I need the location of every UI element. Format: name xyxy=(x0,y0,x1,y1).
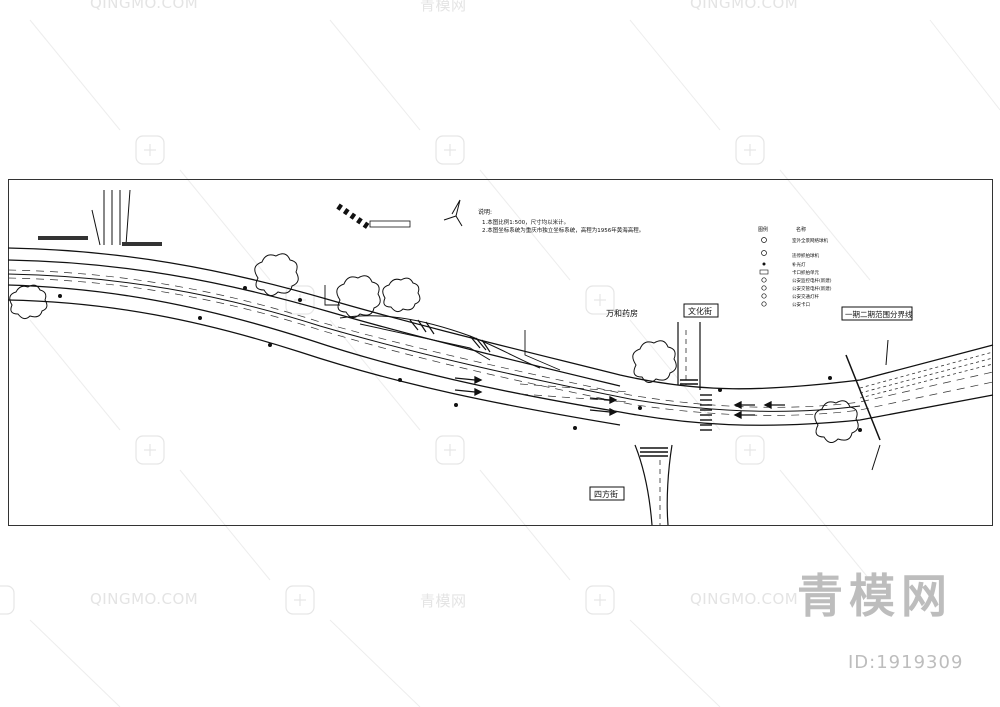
checkpoint-icon xyxy=(761,301,767,307)
equipment-markers xyxy=(58,286,862,432)
legend-item: 公安交管电杆(新建) xyxy=(792,285,832,292)
notes-line-1: 1.本图比例1:500，尺寸均以米计。 xyxy=(482,218,569,226)
notes-heading: 说明: xyxy=(478,208,492,216)
traffic-light-pole-icon xyxy=(761,293,767,299)
legend-item: 公安卡口 xyxy=(792,301,810,308)
legend-item: 补光灯 xyxy=(792,261,806,268)
watermark-text: QINGMO.COM xyxy=(690,0,799,12)
bus-shelter xyxy=(38,236,162,246)
wenhua-street-box xyxy=(683,303,719,318)
traffic-pole-icon xyxy=(761,285,767,291)
scale-bar-icon xyxy=(336,203,411,231)
legend-item: 公安监控电杆(新建) xyxy=(792,277,832,284)
lane-lines xyxy=(7,269,994,416)
legend-item: 卡口抓拍单元 xyxy=(792,269,819,276)
watermark-text: QINGMO.COM xyxy=(90,590,199,608)
right-lanes xyxy=(859,351,994,399)
legend-header-name: 名称 xyxy=(796,226,806,233)
sifang-street-label: 四方街 xyxy=(594,489,618,499)
watermark-text: QINGMO.COM xyxy=(690,590,799,608)
legend-item: 公安交通灯杆 xyxy=(792,293,819,300)
lane-arrows xyxy=(454,375,785,420)
legend-item: 违停抓拍球机 xyxy=(792,252,819,259)
monitor-pole-icon xyxy=(761,277,767,283)
wenhua-street-label: 文化街 xyxy=(688,306,712,316)
tree-cloud xyxy=(9,253,859,443)
checkpoint-unit-icon xyxy=(759,269,769,275)
legend: 图例 名称 室外全景网络球机 违停抓拍球机 补光灯 卡口抓拍单元 公安监控电杆(… xyxy=(758,226,832,308)
watermark-text: QINGMO.COM xyxy=(90,0,199,12)
id-watermark: ID:1919309 xyxy=(848,652,964,673)
dome-camera-icon xyxy=(761,237,767,243)
right-cross-road xyxy=(871,339,889,471)
watermark-text: 青模网 xyxy=(420,592,467,610)
hatch-area xyxy=(409,319,491,353)
parking-camera-icon xyxy=(761,250,767,256)
notes-line-2: 2.本图坐标系统为重庆市独立坐标系统，高程为1956年黄海高程。 xyxy=(482,226,644,234)
side-road-north xyxy=(91,189,131,246)
sifang-street-box xyxy=(589,486,625,501)
brand-watermark: 青模网 xyxy=(797,569,953,623)
watermark-text: 青模网 xyxy=(420,0,467,14)
fill-light-icon xyxy=(762,262,766,266)
crosswalks xyxy=(640,379,712,457)
median xyxy=(7,273,861,412)
drawing-frame xyxy=(8,179,993,526)
phase-boundary-line xyxy=(845,354,881,441)
north-arrow-icon xyxy=(443,199,463,227)
phase-boundary-label: 一期二期范围分界线 xyxy=(845,309,913,319)
legend-header-symbol: 图例 xyxy=(758,226,768,233)
building-outline xyxy=(324,285,561,371)
pharmacy-label: 万和药房 xyxy=(606,308,638,318)
legend-item: 室外全景网络球机 xyxy=(792,237,828,244)
channel-island xyxy=(339,315,541,369)
phase-boundary-box xyxy=(841,306,913,321)
road-edges xyxy=(7,247,994,426)
cross-road-south xyxy=(634,444,673,526)
cross-road-north xyxy=(677,322,701,390)
